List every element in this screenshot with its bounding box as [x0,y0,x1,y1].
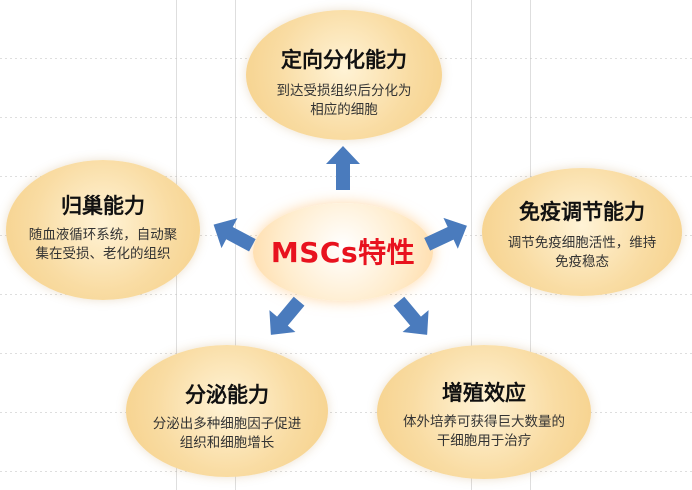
node-description: 调节免疫细胞活性，维持免疫稳态 [507,235,657,270]
node-title: 增殖效应 [442,381,526,405]
node-immune-regulation: 免疫调节能力 调节免疫细胞活性，维持免疫稳态 [482,168,682,296]
node-title: 分泌能力 [185,383,269,407]
node-description: 随血液循环系统，自动聚集在受损、老化的组织 [28,227,178,262]
node-directed-differentiation: 定向分化能力 到达受损组织后分化为相应的细胞 [246,10,442,140]
center-label: MSCs特性 [270,236,416,269]
arrow-left-icon [206,210,261,261]
arrow-down-left-icon [258,290,312,346]
arrow-up-icon [326,146,360,190]
node-description: 体外培养可获得巨大数量的干细胞用于治疗 [403,414,565,449]
node-description: 分泌出多种细胞因子促进组织和细胞增长 [152,416,302,451]
center-node: MSCs特性 [253,203,433,301]
node-description: 到达受损组织后分化为相应的细胞 [276,83,412,118]
node-title: 归巢能力 [61,194,145,218]
node-proliferation: 增殖效应 体外培养可获得巨大数量的干细胞用于治疗 [377,345,591,479]
node-title: 定向分化能力 [281,48,407,72]
node-homing: 归巢能力 随血液循环系统，自动聚集在受损、老化的组织 [6,160,200,300]
node-secretion: 分泌能力 分泌出多种细胞因子促进组织和细胞增长 [126,345,328,477]
arrow-down-right-icon [386,290,440,346]
node-title: 免疫调节能力 [519,200,645,224]
arrow-right-icon [420,210,474,259]
